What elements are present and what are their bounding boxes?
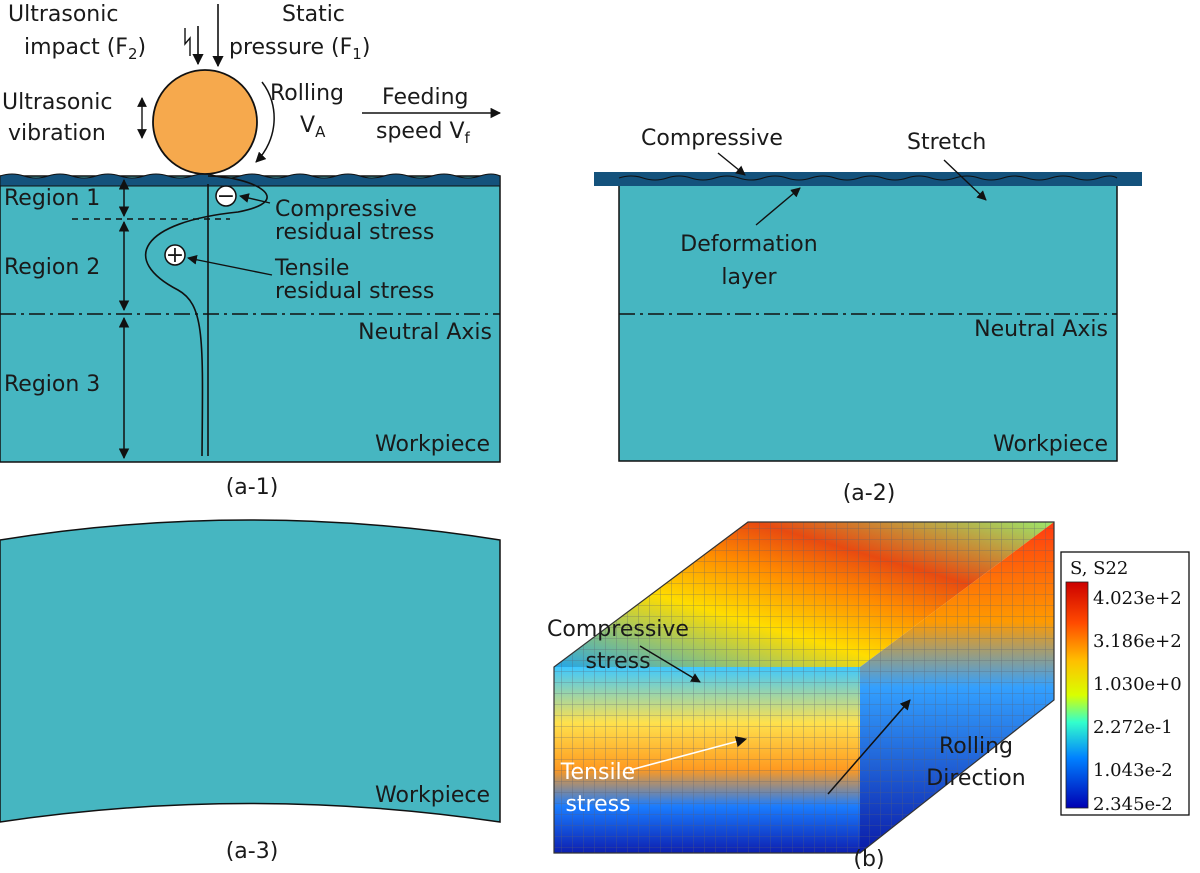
a3-caption: (a-3) xyxy=(226,839,279,864)
b-rolling-label-1: Rolling xyxy=(939,734,1013,759)
a1-compressive-label-1: Compressive xyxy=(275,197,417,222)
a1-compressive-pointer xyxy=(239,193,271,204)
b-compressive-label-2: stress xyxy=(585,649,650,674)
a1-static-pressure-1: Static xyxy=(282,2,345,27)
a1-rolling-v: VA xyxy=(300,113,326,141)
b-rolling-direction-arrow xyxy=(827,699,911,795)
a2-deformation-layer xyxy=(594,172,1142,186)
a2-stretch-label: Stretch xyxy=(907,130,986,155)
panel-b: Compressive stress Tensile stress Rollin… xyxy=(547,521,1190,872)
a3-workpiece-label: Workpiece xyxy=(375,783,490,808)
a1-ultrasonic-impact-1: Ultrasonic xyxy=(8,2,118,27)
a1-tensile-pointer xyxy=(187,254,273,276)
b-legend-colorbar xyxy=(1065,581,1089,809)
b-front-mesh xyxy=(554,667,860,853)
a1-caption: (a-1) xyxy=(226,475,279,500)
a1-region-2-label: Region 2 xyxy=(4,255,100,280)
a2-wavy-surface xyxy=(618,175,1118,181)
b-block-outline xyxy=(553,521,1055,854)
a1-feeding-label: Feeding xyxy=(382,85,469,110)
panel-a1: Region 1 Region 2 Region 3 − + Compressi… xyxy=(0,2,502,500)
b-tensile-pointer xyxy=(629,736,748,771)
b-tensile-label-1: Tensile xyxy=(560,760,635,785)
a2-stretch-pointer xyxy=(943,159,987,201)
a1-stress-profile xyxy=(145,175,268,457)
b-compressive-label-1: Compressive xyxy=(547,617,689,642)
a3-bent-workpiece xyxy=(0,519,501,823)
b-compressive-pointer xyxy=(639,645,701,683)
a1-workpiece xyxy=(0,175,501,463)
b-legend-value: 2.345e-2 xyxy=(1093,794,1173,815)
panel-a3: Workpiece (a-3) xyxy=(0,519,501,864)
a2-workpiece-label: Workpiece xyxy=(993,432,1108,457)
a1-region-3-label: Region 3 xyxy=(4,372,100,397)
b-side-mesh xyxy=(860,522,1054,853)
a1-rolling-arrow xyxy=(255,81,275,163)
a1-impact-zigzag-arrow xyxy=(184,28,191,56)
a1-plus-sign: + xyxy=(166,243,184,268)
b-rolling-label-2: Direction xyxy=(926,766,1025,791)
a1-minus-sign: − xyxy=(217,184,235,209)
a1-ultrasonic-impact-2: impact (F2) xyxy=(24,35,146,63)
a2-neutral-axis-label: Neutral Axis xyxy=(974,317,1108,342)
a1-tensile-label-1: Tensile xyxy=(274,256,349,281)
a1-feeding-speed: speed Vf xyxy=(376,119,471,147)
b-legend-value: 3.186e+2 xyxy=(1093,631,1182,652)
a2-caption: (a-2) xyxy=(843,481,896,506)
a2-compressive-label: Compressive xyxy=(641,126,783,151)
a2-deformation-pointer xyxy=(755,187,801,226)
a1-ultrasonic-vibration-2: vibration xyxy=(8,121,106,146)
b-tensile-label-2: stress xyxy=(565,792,630,817)
a1-static-pressure-2: pressure (F1) xyxy=(229,35,370,63)
a2-deformation-label-2: layer xyxy=(721,265,777,290)
a1-workpiece-label: Workpiece xyxy=(375,432,490,457)
b-legend-title: S, S22 xyxy=(1070,558,1128,579)
a1-ultrasonic-vibration-1: Ultrasonic xyxy=(2,90,112,115)
a1-minus-circle xyxy=(215,185,237,207)
a2-deformation-label-1: Deformation xyxy=(680,232,817,257)
a1-neutral-axis-label: Neutral Axis xyxy=(358,320,492,345)
a1-tensile-label-2: residual stress xyxy=(275,279,434,304)
b-top-mesh xyxy=(554,522,1054,667)
a1-roller xyxy=(152,69,258,175)
panel-a2: Compressive Stretch Deformation layer Ne… xyxy=(594,126,1142,506)
b-legend-value: 2.272e-1 xyxy=(1093,717,1173,738)
b-caption: (b) xyxy=(853,847,884,872)
a1-region-1-label: Region 1 xyxy=(4,186,100,211)
a1-plus-circle xyxy=(164,244,186,266)
a2-compressive-pointer xyxy=(717,152,746,176)
a1-compressive-label-2: residual stress xyxy=(275,220,434,245)
a1-rolling-label: Rolling xyxy=(270,81,344,106)
b-legend-value: 1.030e+0 xyxy=(1093,674,1182,695)
b-legend-value: 4.023e+2 xyxy=(1093,588,1182,609)
b-legend-value: 1.043e-2 xyxy=(1093,760,1173,781)
